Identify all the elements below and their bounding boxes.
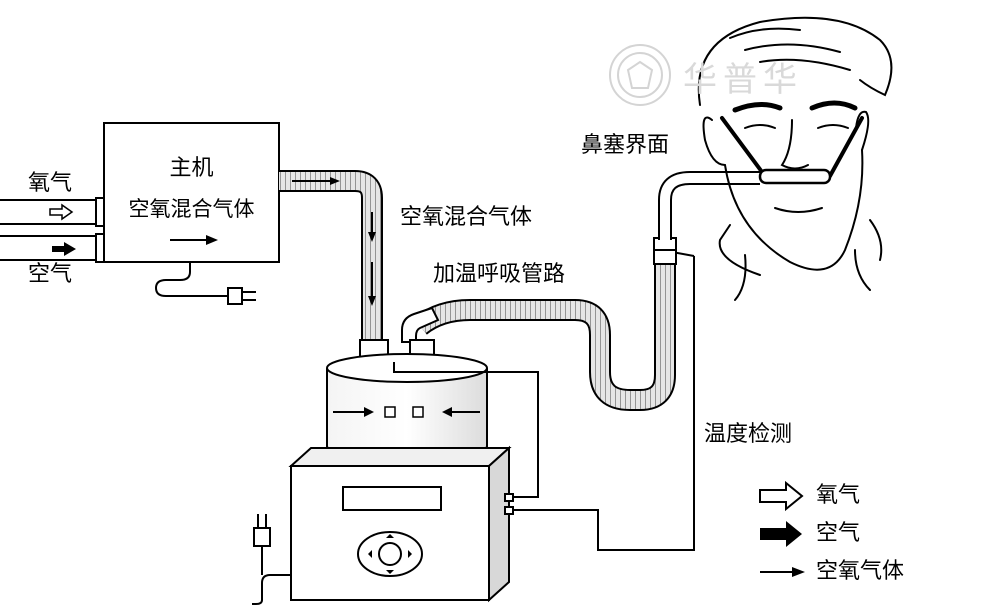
- main-unit-subtitle: 空氧混合气体: [128, 197, 255, 221]
- humidifier-chamber: [326, 353, 488, 464]
- mixed-gas-label: 空氧混合气体: [400, 205, 533, 230]
- oxygen-inlet-arrow: [49, 203, 74, 221]
- cannula-tube: [658, 171, 760, 240]
- main-unit-title: 主机: [169, 156, 214, 181]
- mixed-gas-tube: [279, 170, 383, 340]
- legend-symbol-hollow: [759, 480, 804, 512]
- legend-symbol-bold: [760, 521, 802, 547]
- air-inlet-label: 空气: [28, 262, 73, 287]
- oxygen-inlet-label: 氧气: [28, 171, 73, 196]
- nasal-interface-label: 鼻塞界面: [581, 133, 670, 158]
- air-inlet-arrow: [52, 242, 76, 256]
- legend-oxygen-label: 氧气: [816, 483, 861, 508]
- legend-mixed-label: 空氧气体: [816, 559, 905, 584]
- temperature-detection-label: 温度检测: [704, 422, 793, 447]
- legend-symbol-thin: [760, 567, 805, 577]
- main-unit-power-cord: [154, 262, 256, 305]
- main-unit-box: [103, 122, 280, 263]
- heated-circuit-label: 加温呼吸管路: [433, 262, 566, 287]
- temperature-sensor-clip: [653, 237, 677, 265]
- heater-power-cord: [252, 514, 291, 605]
- watermark-text: 华普华: [683, 60, 803, 100]
- patient-face: [697, 16, 893, 301]
- legend-air-label: 空气: [816, 521, 861, 546]
- input-pipes: [0, 197, 107, 263]
- heater-base: [288, 445, 514, 603]
- watermark-seal: [609, 44, 671, 106]
- heated-breathing-circuit: [413, 260, 676, 411]
